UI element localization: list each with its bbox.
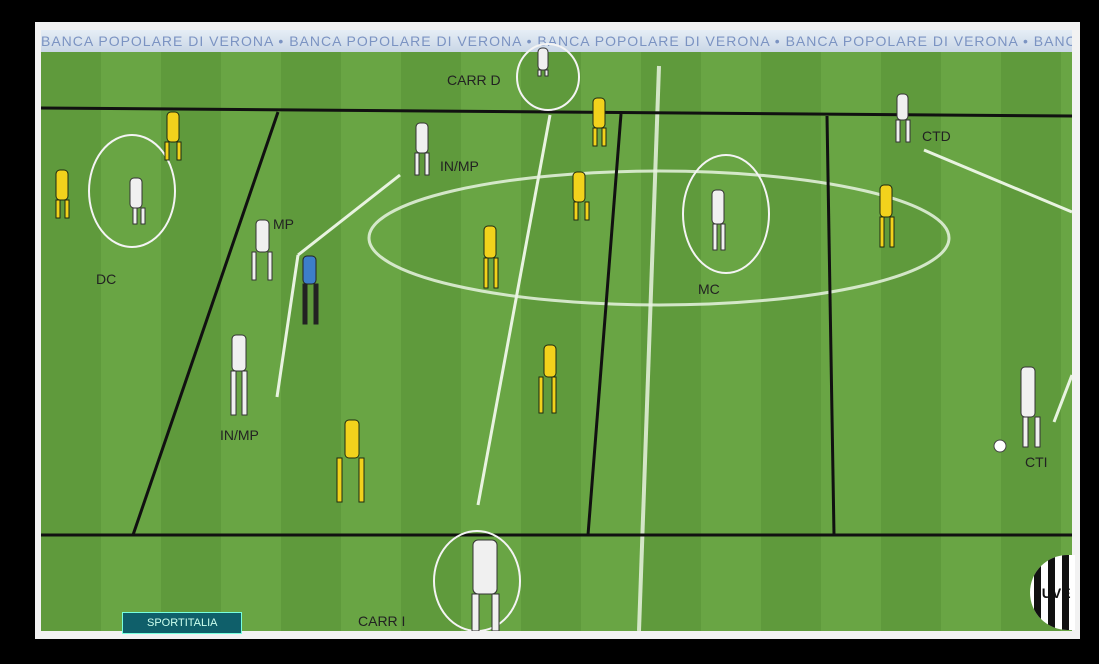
player-yellow: [165, 112, 181, 160]
zone-line-v2: [588, 114, 621, 535]
player-white: [252, 220, 272, 280]
player-white: [415, 123, 429, 175]
label-cti: CTI: [1025, 454, 1048, 470]
player-white: [712, 190, 725, 250]
zone-line-v1: [133, 112, 278, 535]
football-pitch: BANCA POPOLARE DI VERONA • BANCA POPOLAR…: [41, 30, 1072, 631]
tv-scorebug: SPORTITALIA: [122, 612, 242, 634]
player-white: [1021, 367, 1040, 447]
player-yellow: [337, 420, 364, 502]
halfway-line: [639, 66, 659, 631]
label-carr-d: CARR D: [447, 72, 501, 88]
player-white: [231, 335, 247, 415]
label-in-mp-bottom: IN/MP: [220, 427, 259, 443]
label-mc: MC: [698, 281, 720, 297]
player-white: [472, 540, 499, 631]
pitch-line-4: [924, 150, 1072, 212]
player-yellow: [593, 98, 606, 146]
label-in-mp-top: IN/MP: [440, 158, 479, 174]
pitch-line-1: [478, 115, 550, 505]
pitch-line-3: [277, 255, 298, 397]
player-white: [130, 178, 145, 224]
label-mp: MP: [273, 216, 294, 232]
tactical-overlay: [41, 30, 1072, 631]
player-white: [538, 48, 548, 76]
player-yellow: [880, 185, 894, 247]
referee: [303, 256, 318, 324]
zone-line-v3: [827, 116, 834, 535]
football: [994, 440, 1006, 452]
player-yellow: [573, 172, 589, 220]
label-dc: DC: [96, 271, 116, 287]
player-yellow: [484, 226, 498, 288]
center-circle: [369, 171, 949, 305]
label-carr-i: CARR I: [358, 613, 405, 629]
player-white: [896, 94, 910, 142]
pitch-line-5: [1054, 375, 1072, 422]
logo-text: JUVE: [1034, 585, 1071, 601]
label-ctd: CTD: [922, 128, 951, 144]
player-yellow: [539, 345, 556, 413]
juventus-logo: JUVE: [1030, 555, 1075, 630]
player-yellow: [56, 170, 69, 218]
